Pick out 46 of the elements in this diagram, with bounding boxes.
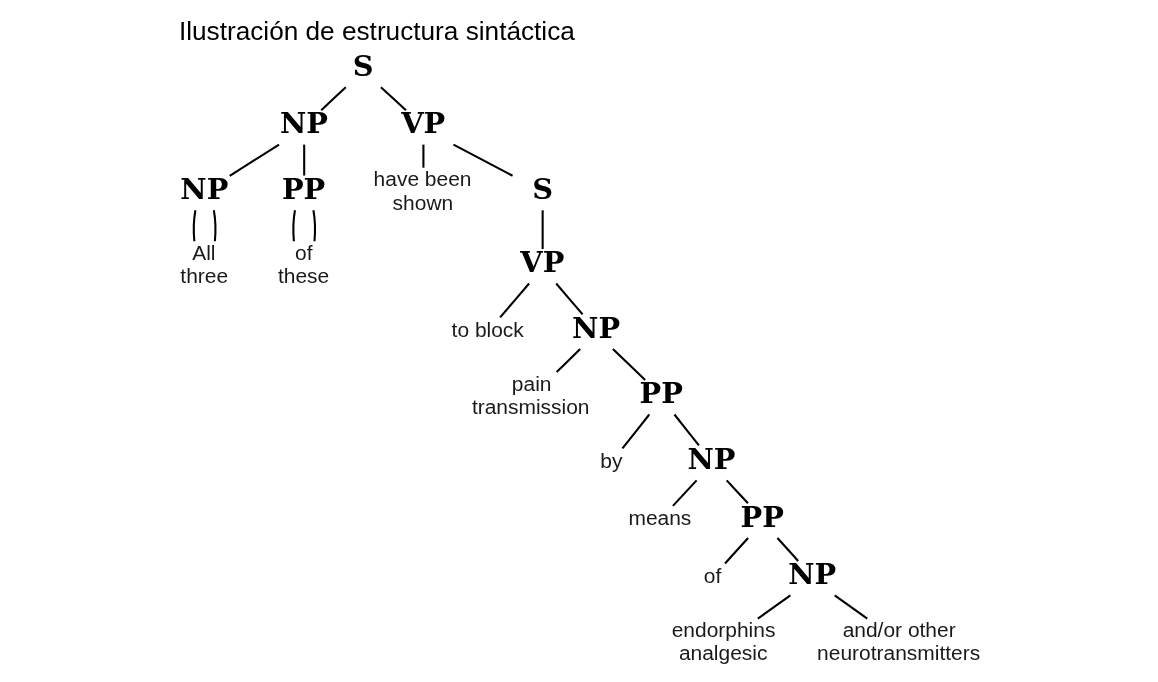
connector <box>673 413 700 447</box>
node-text: All three <box>180 240 229 288</box>
connector <box>192 210 197 242</box>
node-text: S <box>352 48 374 83</box>
connector <box>229 143 280 177</box>
node-text: PP <box>639 376 683 411</box>
connector <box>380 86 407 111</box>
connector <box>499 282 530 319</box>
connector <box>312 210 317 242</box>
connector <box>776 537 799 562</box>
connector <box>541 210 544 250</box>
node-text: endorphins analgesic <box>671 617 776 665</box>
node-text: of these <box>277 240 330 288</box>
connector <box>621 413 651 450</box>
node-text: PP <box>740 499 784 534</box>
connector <box>555 348 581 373</box>
node-text: VP <box>401 106 446 141</box>
connector <box>292 210 296 242</box>
node-text: NP <box>572 310 621 345</box>
connector <box>612 348 646 381</box>
node-text: NP <box>279 106 328 141</box>
node-text: NP <box>788 557 837 592</box>
connector <box>212 210 217 242</box>
node-text: PP <box>281 171 326 206</box>
connector <box>672 479 698 507</box>
connector <box>725 479 749 504</box>
connector <box>303 144 306 176</box>
node-text: pain transmission <box>471 371 590 419</box>
node-text: VP <box>520 245 565 280</box>
connector <box>555 282 584 316</box>
node-text: have been shown <box>373 167 472 214</box>
connector <box>320 86 347 111</box>
node-text: NP <box>687 441 736 476</box>
node-text: S <box>532 171 553 206</box>
node-text: NP <box>180 171 229 206</box>
connector <box>834 594 868 620</box>
connector <box>724 537 749 565</box>
node-text: means <box>628 506 692 530</box>
diagram-title: Ilustración de estructura sintáctica <box>178 15 575 46</box>
node-text: to block <box>451 317 524 341</box>
node-text: and/or other neurotransmitters <box>817 617 981 665</box>
connector <box>453 143 514 177</box>
connector <box>757 594 791 620</box>
connector <box>422 144 425 168</box>
node-text: of <box>703 564 722 588</box>
node-text: by <box>600 448 623 472</box>
